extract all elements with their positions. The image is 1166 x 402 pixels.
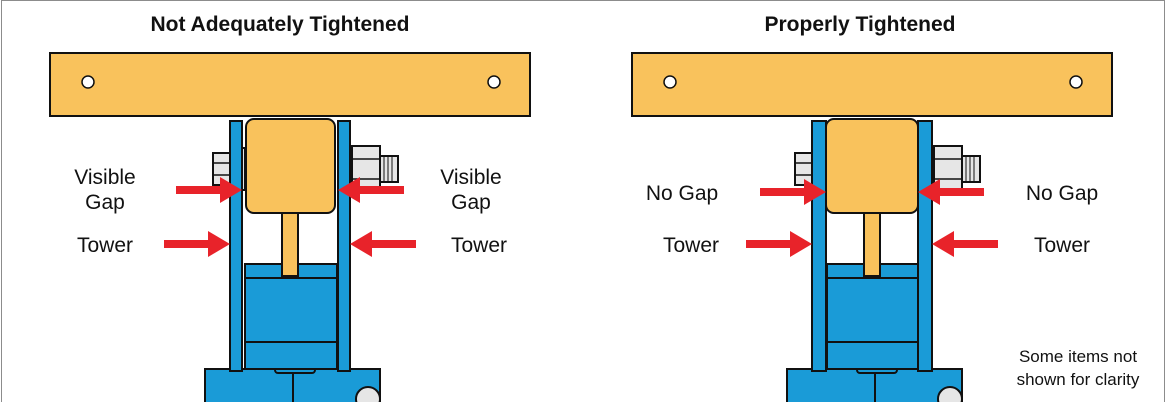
tower-side-right <box>337 120 351 372</box>
label-tower-right: Tower <box>451 234 507 257</box>
tower-side-left <box>229 120 243 372</box>
label-no-gap-left: No Gap <box>646 182 718 205</box>
label-no-gap-right: No Gap <box>1026 182 1098 205</box>
arrow-tower-left <box>164 231 230 257</box>
label-tower-left: Tower <box>77 234 133 257</box>
label-visible-gap-left-1: Visible <box>74 166 135 189</box>
arrow-tower-right <box>932 231 998 257</box>
panel-title-left: Not Adequately Tightened <box>150 13 409 36</box>
label-visible-gap-left-2: Gap <box>85 191 125 214</box>
hanger-block <box>245 118 336 214</box>
label-tower-right-2: Tower <box>1034 234 1090 257</box>
tower-side-right <box>917 120 933 372</box>
note-line-1: Some items not <box>1019 347 1137 366</box>
arrow-tower-right <box>350 231 416 257</box>
note-line-2: shown for clarity <box>1017 370 1140 389</box>
label-tower-left-2: Tower <box>663 234 719 257</box>
panel-title-right: Properly Tightened <box>765 13 956 36</box>
label-visible-gap-right-1: Visible <box>440 166 501 189</box>
panel-not-tightened <box>49 52 531 402</box>
hanger-block <box>825 118 919 214</box>
tower-side-left <box>811 120 827 372</box>
panel-properly-tightened <box>631 52 1113 402</box>
arrow-tower-left <box>746 231 812 257</box>
label-visible-gap-right-2: Gap <box>451 191 491 214</box>
